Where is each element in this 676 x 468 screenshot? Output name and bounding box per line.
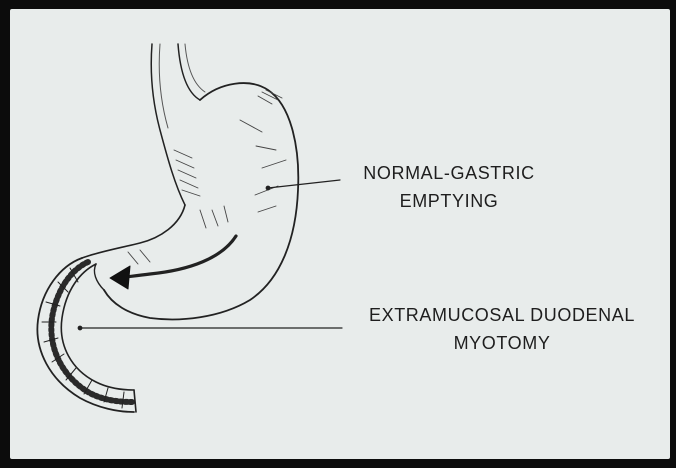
- label-myotomy-line2: MYOTOMY: [352, 329, 652, 357]
- label-gastric-line2: EMPTYING: [346, 187, 552, 215]
- label-myotomy-line1: EXTRAMUCOSAL DUODENAL: [352, 301, 652, 329]
- flow-arrow: [110, 236, 236, 289]
- label-normal-gastric-emptying: NORMAL-GASTRIC EMPTYING: [346, 159, 552, 215]
- label-gastric-line1: NORMAL-GASTRIC: [346, 159, 552, 187]
- leader-lines: [78, 180, 342, 330]
- stomach-outline: [82, 83, 298, 319]
- stomach-hatching: [128, 90, 286, 264]
- label-extramucosal-duodenal-myotomy: EXTRAMUCOSAL DUODENAL MYOTOMY: [352, 301, 652, 357]
- esophagus: [151, 44, 205, 205]
